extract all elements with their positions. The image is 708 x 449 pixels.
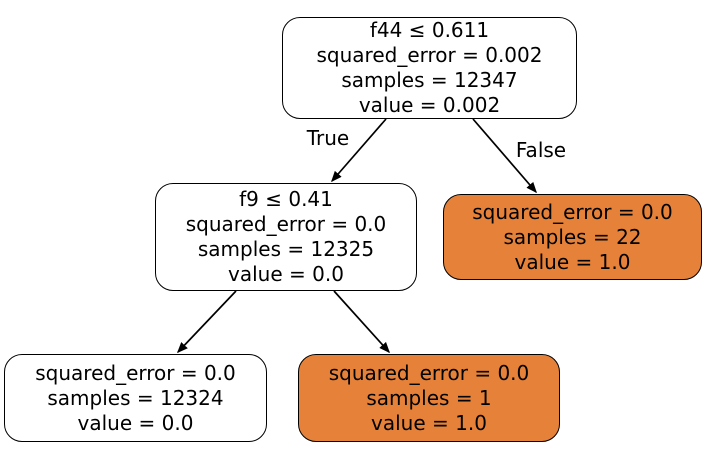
tree-node-left-right-leaf: squared_error = 0.0 samples = 1 value = … xyxy=(298,354,560,442)
node-value: value = 1.0 xyxy=(371,410,487,435)
node-value: value = 0.0 xyxy=(77,410,194,435)
node-samples: samples = 12324 xyxy=(47,385,224,410)
node-squared-error: squared_error = 0.0 xyxy=(472,199,673,224)
edge-left-to-leftleft xyxy=(176,290,237,354)
tree-node-right-leaf: squared_error = 0.0 samples = 22 value =… xyxy=(443,194,702,280)
node-samples: samples = 12325 xyxy=(197,237,375,261)
tree-node-left-child: f9 ≤ 0.41 squared_error = 0.0 samples = … xyxy=(155,183,417,291)
edge-left-to-leftright xyxy=(333,290,391,354)
node-value: value = 0.0 xyxy=(228,262,344,286)
node-samples: samples = 12347 xyxy=(341,68,518,92)
node-squared-error: squared_error = 0.0 xyxy=(328,360,530,385)
node-value: value = 1.0 xyxy=(514,249,631,274)
edge-label-false: False xyxy=(515,138,567,162)
node-split-condition: f9 ≤ 0.41 xyxy=(239,187,333,211)
node-split-condition: f44 ≤ 0.611 xyxy=(369,18,490,42)
edge-label-true: True xyxy=(306,126,350,150)
tree-node-root: f44 ≤ 0.611 squared_error = 0.002 sample… xyxy=(282,17,577,119)
node-samples: samples = 1 xyxy=(366,385,492,410)
node-squared-error: squared_error = 0.002 xyxy=(316,43,543,67)
node-samples: samples = 22 xyxy=(503,224,642,249)
node-value: value = 0.002 xyxy=(358,93,501,117)
node-squared-error: squared_error = 0.0 xyxy=(35,360,236,385)
node-squared-error: squared_error = 0.0 xyxy=(185,212,387,236)
tree-node-left-left-leaf: squared_error = 0.0 samples = 12324 valu… xyxy=(4,354,267,442)
